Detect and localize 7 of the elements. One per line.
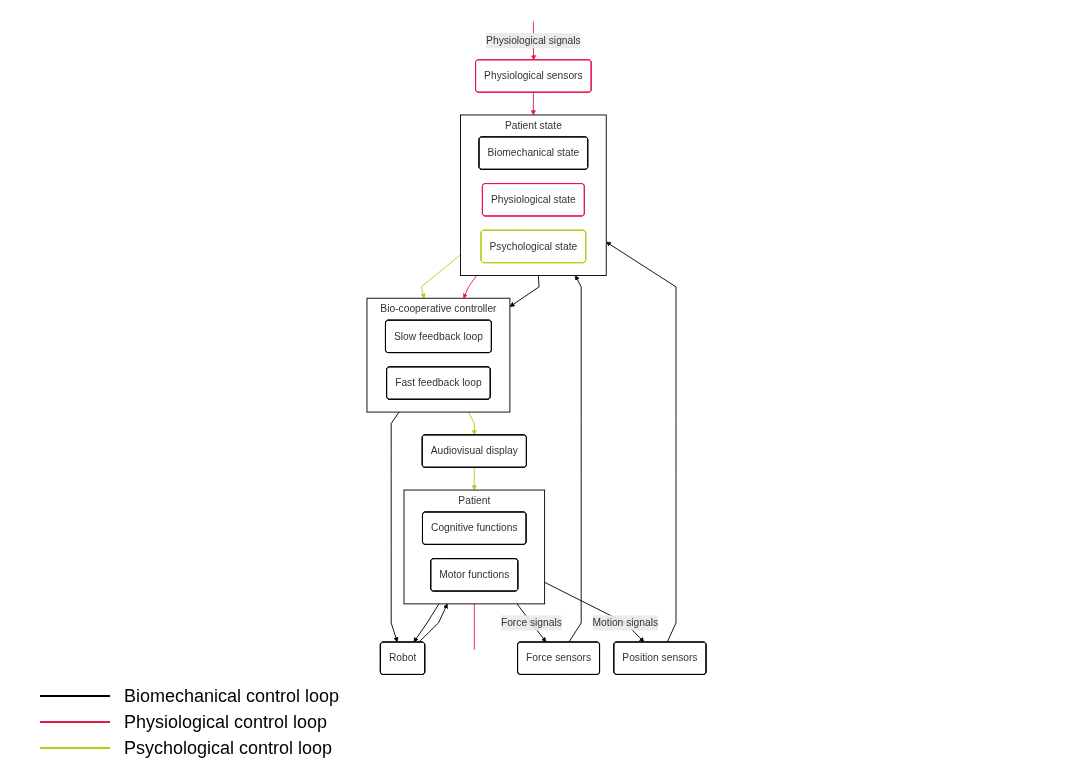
edge-label: Force signals	[500, 616, 562, 629]
edge-label: Motion signals	[592, 616, 659, 629]
legend-text: Psychological control loop	[124, 737, 333, 759]
legend-text: Physiological control loop	[124, 711, 328, 733]
legend-text: Biomechanical control loop	[124, 685, 340, 707]
connector	[473, 603, 475, 651]
edge-label: Physiological signals	[486, 34, 581, 47]
